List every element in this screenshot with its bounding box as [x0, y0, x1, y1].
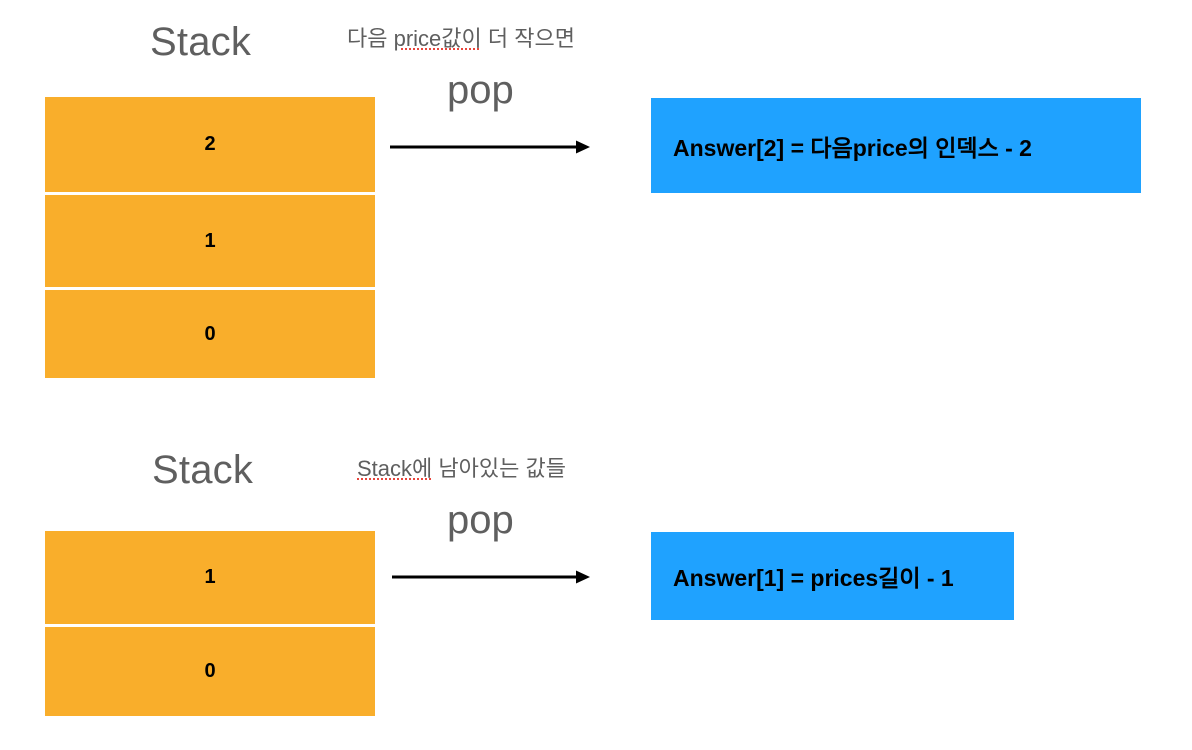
stack-container-2: 1 0: [45, 531, 375, 716]
stack-container-1: 2 1 0: [45, 97, 375, 378]
arrow-right-icon: [390, 140, 590, 154]
condition-caption-2: Stack에 남아있는 값들: [357, 456, 566, 481]
caption-misspelled-2: Stack에: [357, 456, 433, 481]
stack-cell: 0: [45, 624, 375, 716]
pop-arrow-1: [388, 133, 593, 161]
stack-title-2: Stack: [152, 448, 254, 492]
caption-suffix-2: 남아있는 값들: [432, 456, 566, 481]
stack-title-1: Stack: [150, 20, 252, 64]
stack-cell: 1: [45, 192, 375, 287]
arrow-right-icon: [392, 570, 590, 584]
stack-cell: 0: [45, 287, 375, 378]
answer-box-1: Answer[2] = 다음price의 인덱스 - 2: [651, 98, 1141, 193]
caption-prefix-1: 다음: [347, 26, 394, 51]
pop-label-1: pop: [447, 68, 514, 112]
answer-box-2: Answer[1] = prices길이 - 1: [651, 532, 1014, 620]
pop-arrow-2: [390, 563, 595, 591]
stack-pop-section-1: Stack 다음 price값이 더 작으면 pop 2 1 0 Answer[…: [45, 20, 1141, 378]
pop-label-2: pop: [447, 498, 514, 542]
condition-caption-1: 다음 price값이 더 작으면: [347, 26, 575, 51]
stack-pop-section-2: Stack Stack에 남아있는 값들 pop 1 0 Answer[1] =…: [0, 400, 1192, 750]
stack-cell: 1: [45, 531, 375, 624]
caption-suffix-1: 더 작으면: [481, 26, 575, 51]
caption-misspelled-1: price값이: [393, 26, 482, 51]
stack-cell: 2: [45, 97, 375, 192]
